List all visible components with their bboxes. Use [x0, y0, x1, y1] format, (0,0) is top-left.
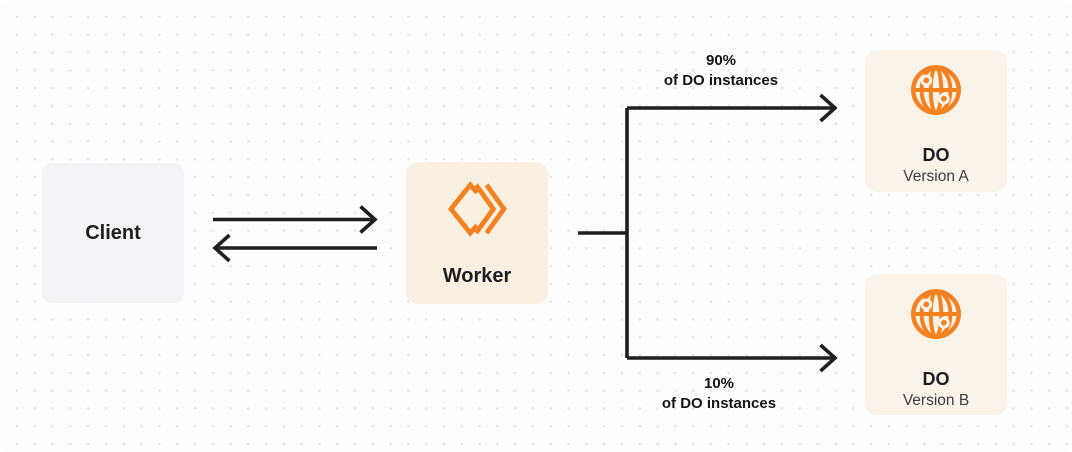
globe-icon	[908, 62, 964, 118]
worker-node-label: Worker	[442, 265, 512, 287]
traffic-split-caption: of DO instances	[663, 72, 779, 89]
do-b-subtitle: Version B	[902, 392, 970, 409]
do-version-a-node: DO Version A	[865, 50, 1007, 192]
arrow-client-to-worker-head	[359, 205, 378, 234]
arrow-branch-to-do-b-head	[819, 343, 838, 373]
do-b-title: DO	[922, 369, 950, 389]
traffic-split-percent: 90%	[705, 52, 737, 69]
traffic-split-percent: 10%	[703, 375, 735, 392]
arrow-worker-to-client-head	[212, 233, 231, 263]
worker-node: Worker	[406, 162, 548, 304]
do-version-b-node: DO Version B	[865, 274, 1007, 415]
traffic-split-label-10: 10% of DO instances	[619, 374, 819, 414]
client-node-label: Client	[85, 221, 141, 244]
globe-icon	[908, 286, 964, 342]
do-a-subtitle: Version A	[903, 168, 969, 185]
do-a-title: DO	[922, 145, 950, 165]
client-node: Client	[42, 163, 184, 303]
workers-icon	[447, 181, 507, 237]
traffic-split-caption: of DO instances	[661, 395, 777, 412]
traffic-split-label-90: 90% of DO instances	[621, 51, 821, 91]
arrow-branch-to-do-a-head	[819, 93, 838, 123]
